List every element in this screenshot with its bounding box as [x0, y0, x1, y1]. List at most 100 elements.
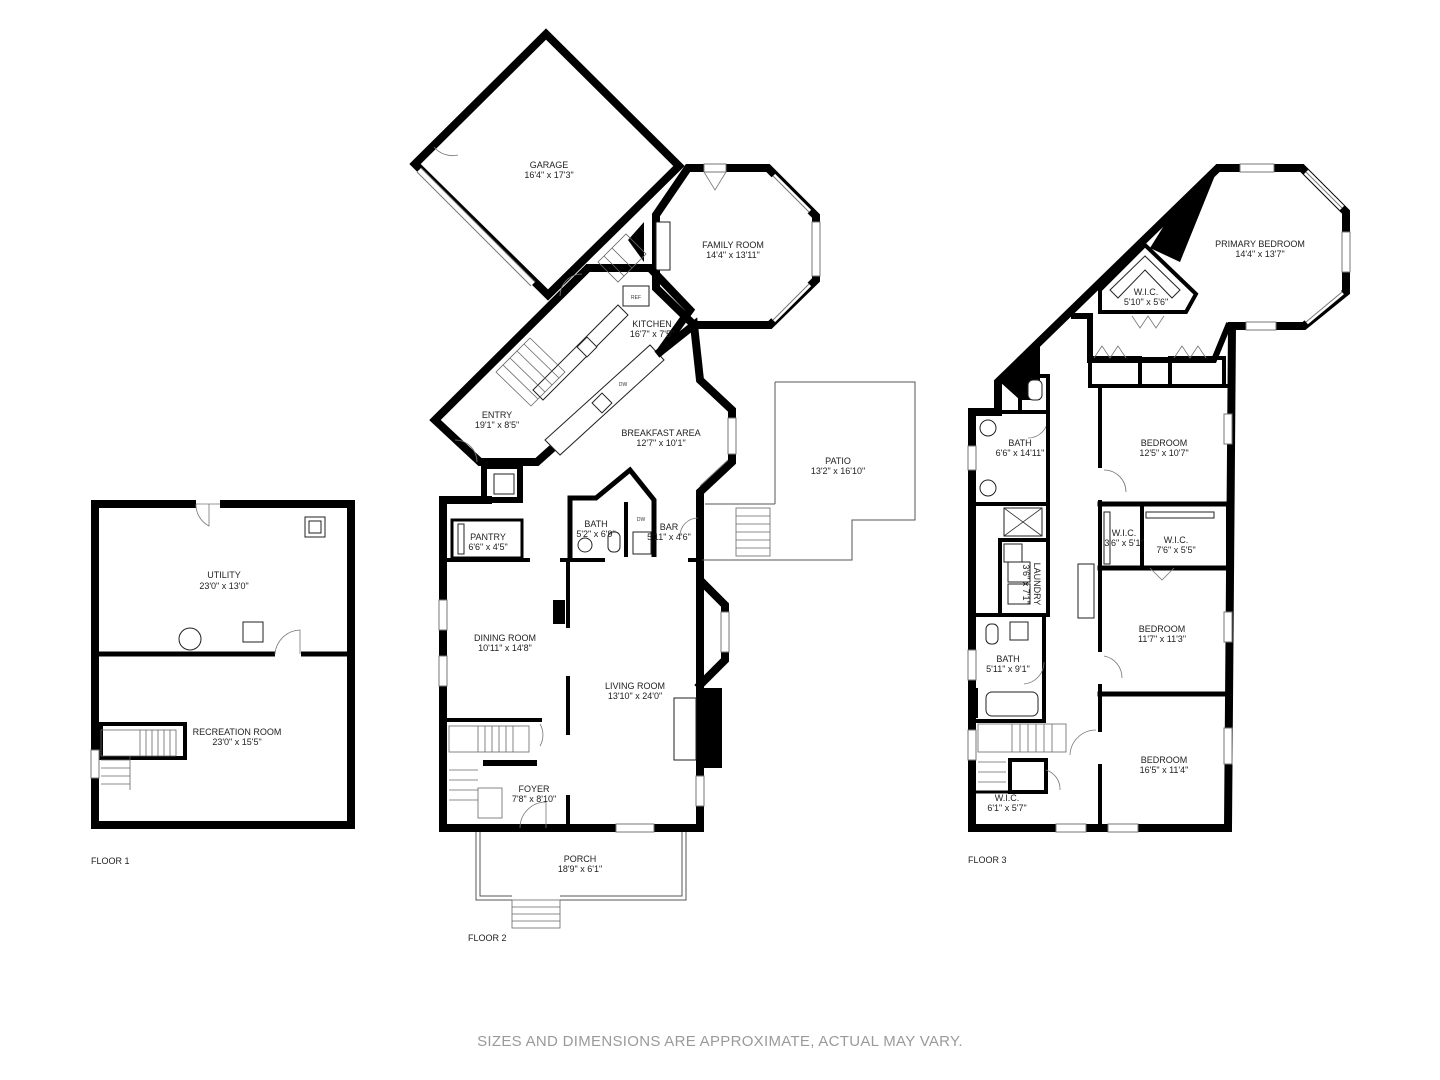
room-entry-dims: 19'1" x 8'5"	[475, 420, 519, 430]
bath1-sink1-icon	[979, 419, 997, 437]
bed3-window-bottom-2	[1107, 823, 1139, 833]
bath1-door-icon[interactable]	[1027, 417, 1049, 439]
bath2-door-icon[interactable]	[1023, 661, 1045, 685]
living-hearth-icon	[673, 697, 697, 761]
front-door-icon[interactable]	[519, 801, 547, 829]
dryer-icon	[1007, 583, 1031, 605]
dining-window-1	[438, 599, 448, 631]
floor2-plan: REF DW DW	[409, 28, 916, 943]
bath2-window	[967, 649, 977, 681]
garage-door-icon[interactable]	[420, 167, 536, 283]
room-kitchen-name: KITCHEN	[632, 319, 672, 329]
bath-sink-icon	[577, 537, 593, 553]
room-pantry-dims: 6'6" x 4'5"	[468, 542, 507, 552]
room-bath1-name: BATH	[1008, 438, 1031, 448]
bed2-window	[1223, 611, 1233, 643]
patio-steps-icon	[735, 507, 771, 557]
room-pantry-name: PANTRY	[470, 532, 506, 542]
porch-outline	[475, 832, 512, 901]
bed2-door-icon[interactable]	[1103, 655, 1123, 679]
closet-2-door-icon[interactable]	[1173, 345, 1207, 359]
room-patio-dims: 13'2" x 16'10"	[811, 466, 865, 476]
floor3-stair-window	[967, 729, 977, 761]
pantry-shelf-icon	[457, 523, 465, 555]
entry-door-icon[interactable]	[454, 439, 478, 463]
foyer-closet-door-icon[interactable]	[539, 723, 544, 747]
room-garage-name: GARAGE	[530, 160, 569, 170]
room-wic4-name: W.I.C.	[995, 793, 1020, 803]
room-living-dims: 13'10" x 24'0"	[608, 691, 662, 701]
wic4-door-icon[interactable]	[1045, 769, 1061, 791]
dw-label-bar: DW	[637, 517, 646, 523]
garage-door-opening	[416, 167, 536, 287]
room-bath2-name: BATH	[996, 654, 1019, 664]
floor1-plan: UTILITY 23'0" x 13'0" RECREATION ROOM 23…	[90, 500, 355, 866]
room-family-name: FAMILY ROOM	[702, 240, 764, 250]
family-room-window-se	[772, 283, 810, 321]
room-wic2-name: W.I.C.	[1112, 528, 1137, 538]
entry-kitchen-wall	[429, 264, 696, 466]
bath2-toilet-icon	[985, 623, 999, 645]
room-patio-name: PATIO	[825, 456, 851, 466]
room-garage-dims: 16'4" x 17'3"	[524, 170, 573, 180]
room-entry-name: ENTRY	[482, 410, 512, 420]
floor3-label: FLOOR 3	[968, 855, 1007, 865]
room-primary-name: PRIMARY BEDROOM	[1215, 239, 1305, 249]
floor3-plan: PRIMARY BEDROOM 14'4" x 13'7" W.I.C. 5'1…	[967, 163, 1351, 865]
bed3-window-right	[1223, 727, 1233, 765]
garage-entry-door-icon[interactable]	[559, 273, 583, 297]
primary-window-top	[1239, 163, 1275, 173]
room-utility-dims: 23'0" x 13'0"	[199, 581, 248, 591]
room-bar-name: BAR	[660, 522, 679, 532]
wic3-door-icon[interactable]	[1149, 567, 1175, 581]
room-utility-name: UTILITY	[207, 570, 241, 580]
bath-toilet-icon	[607, 531, 621, 553]
floor1-stair-enclosure	[99, 722, 187, 760]
closet-fixture-icon	[493, 473, 515, 495]
room-wic1-name: W.I.C.	[1134, 287, 1159, 297]
room-bed2-name: BEDROOM	[1139, 624, 1186, 634]
washer-icon	[1007, 561, 1031, 583]
furnace-icon	[242, 621, 264, 643]
floor1-stairs-icon	[100, 729, 177, 790]
floor1-outer-wall	[91, 500, 355, 829]
room-recreation-name: RECREATION ROOM	[193, 727, 282, 737]
foyer-stairs-icon	[448, 725, 530, 819]
bed3-window-bottom-1	[1055, 823, 1087, 833]
floor3-wall-fill	[1150, 168, 1218, 262]
bathtub-icon	[985, 691, 1039, 717]
room-dining-dims: 10'11" x 14'8"	[478, 643, 532, 653]
bath1-sink2-icon	[979, 479, 997, 497]
room-primary-dims: 14'4" x 13'7"	[1235, 249, 1284, 259]
bed1-door-icon[interactable]	[1103, 469, 1127, 493]
room-bed1-dims: 12'5" x 10'7"	[1139, 448, 1188, 458]
room-wic4-dims: 6'1" x 5'7"	[987, 803, 1026, 813]
room-bath2f-dims: 5'2" x 6'9"	[576, 529, 615, 539]
floor1-inner-door[interactable]	[275, 651, 301, 657]
family-fireplace-icon	[628, 222, 644, 262]
garage-window	[480, 62, 504, 86]
floor1-label: FLOOR 1	[91, 856, 130, 866]
living-window-bottom	[615, 823, 655, 833]
garage-side-door-icon[interactable]	[433, 146, 459, 156]
room-bed3-name: BEDROOM	[1141, 755, 1188, 765]
room-laundry-name: LAUNDRY	[1032, 563, 1042, 606]
room-bath2f-name: BATH	[584, 519, 607, 529]
bed3-door-icon[interactable]	[1069, 729, 1097, 756]
bath1-toilet-icon	[1027, 379, 1043, 401]
room-porch-name: PORCH	[564, 854, 597, 864]
floor2-label: FLOOR 2	[468, 933, 507, 943]
room-foyer-dims: 7'8" x 8'10"	[512, 794, 556, 804]
bar-door-icon[interactable]	[679, 517, 699, 537]
living-window-right	[695, 775, 705, 807]
family-room-door-icon[interactable]	[703, 171, 727, 191]
hall-linen-icon	[1077, 563, 1095, 619]
closet-1-door-icon[interactable]	[1093, 345, 1127, 359]
room-wic3-dims: 7'6" x 5'5"	[1156, 545, 1195, 555]
room-breakfast-name: BREAKFAST AREA	[621, 428, 700, 438]
room-bed1-name: BEDROOM	[1141, 438, 1188, 448]
primary-wic-door-icon[interactable]	[1131, 315, 1165, 329]
room-porch-dims: 18'9" x 6'1"	[558, 864, 602, 874]
floor1-top-door-swing	[195, 503, 220, 527]
